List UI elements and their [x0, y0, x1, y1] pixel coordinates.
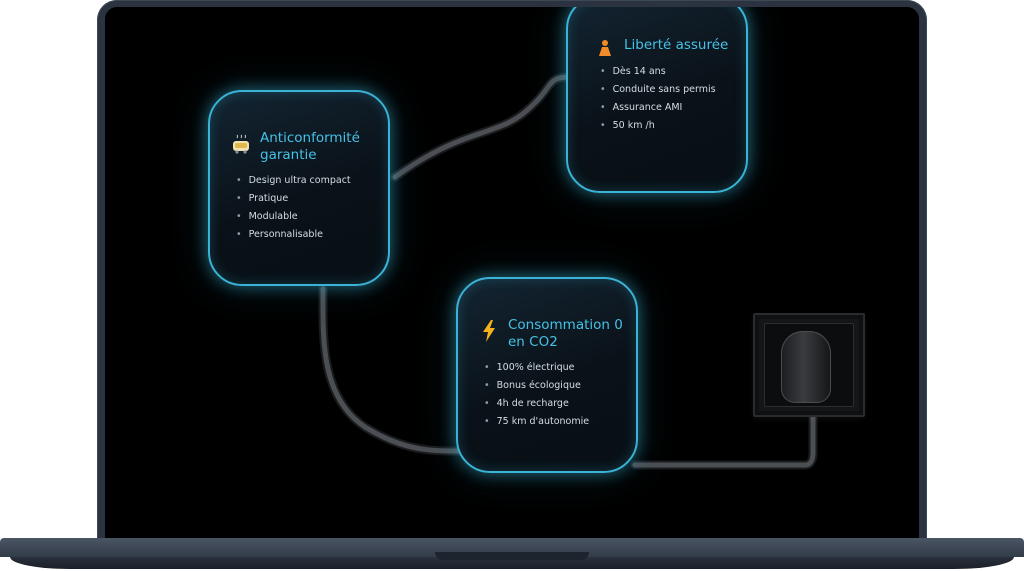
card-consommation: Consommation 0 en CO2 100% électrique Bo… — [456, 277, 638, 473]
list-item: Assurance AMI — [600, 99, 716, 117]
card-anticonformite: Anticonformité garantie Design ultra com… — [208, 90, 390, 286]
cable-card3-to-plug — [630, 410, 818, 470]
cable-card1-to-card3 — [318, 284, 465, 456]
card-title-line1: Anticonformité — [260, 130, 360, 146]
laptop-screen: Anticonformité garantie Design ultra com… — [105, 7, 919, 538]
laptop-base — [0, 538, 1024, 557]
list-item: Design ultra compact — [236, 172, 351, 190]
card-title: Consommation 0 en CO2 — [508, 317, 623, 351]
card-header: Anticonformité garantie — [230, 130, 380, 164]
card-title: Anticonformité garantie — [260, 130, 360, 164]
card-title-line1: Liberté assurée — [624, 37, 729, 53]
card-title-line2: garantie — [260, 147, 317, 163]
laptop-base-bottom — [10, 557, 1014, 569]
list-item: Modulable — [236, 208, 351, 226]
list-item: 75 km d'autonomie — [484, 413, 589, 431]
list-item: 100% électrique — [484, 359, 589, 377]
wall-socket — [753, 313, 865, 417]
card-liberte: Liberté assurée Dès 14 ans Conduite sans… — [566, 7, 748, 193]
laptop-notch — [435, 552, 589, 560]
lightning-icon — [478, 320, 500, 342]
list-item: 50 km /h — [600, 117, 716, 135]
card-title-line2: en CO2 — [508, 334, 558, 350]
list-item: Pratique — [236, 190, 351, 208]
list-item: Personnalisable — [236, 226, 351, 244]
list-item: Conduite sans permis — [600, 81, 716, 99]
toaster-car-icon — [230, 133, 252, 155]
card-header: Consommation 0 en CO2 — [478, 317, 628, 351]
power-cables — [318, 72, 818, 470]
list-item: Bonus écologique — [484, 377, 589, 395]
feature-list: 100% électrique Bonus écologique 4h de r… — [484, 359, 589, 431]
list-item: Dès 14 ans — [600, 63, 716, 81]
plug-head — [781, 331, 831, 403]
card-header: Liberté assurée — [594, 37, 744, 59]
list-item: 4h de recharge — [484, 395, 589, 413]
card-title-line1: Consommation 0 — [508, 317, 623, 333]
card-title: Liberté assurée — [624, 37, 728, 54]
feature-list: Dès 14 ans Conduite sans permis Assuranc… — [600, 63, 716, 135]
person-icon — [594, 37, 616, 59]
feature-list: Design ultra compact Pratique Modulable … — [236, 172, 351, 244]
